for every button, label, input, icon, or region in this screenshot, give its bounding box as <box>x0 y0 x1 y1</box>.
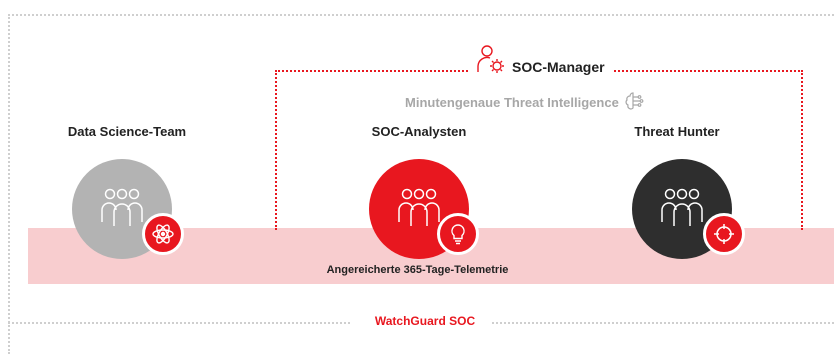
telemetry-label: Angereicherte 365-Tage-Telemetrie <box>326 264 509 276</box>
team-circle-soc-analysts <box>369 159 479 259</box>
team-circle-data-science <box>72 159 184 259</box>
lightbulb-icon <box>437 213 479 255</box>
threat-intelligence: Minutengenaue Threat Intelligence <box>405 91 647 114</box>
team-label-threat-hunter: Threat Hunter <box>634 124 720 139</box>
people-icon <box>398 188 440 226</box>
crosshair-icon <box>703 213 745 255</box>
intel-label: Minutengenaue Threat Intelligence <box>405 95 619 110</box>
brain-icon <box>625 91 647 114</box>
footer-title: WatchGuard SOC <box>374 314 476 328</box>
people-icon <box>661 188 703 226</box>
people-icon <box>101 188 143 226</box>
atom-icon <box>142 213 184 255</box>
outer-frame <box>8 14 834 354</box>
manager-gear-icon <box>476 44 506 79</box>
footer-mask <box>352 314 492 328</box>
team-label-soc-analysts: SOC-Analysten <box>371 124 467 139</box>
manager-label: SOC-Manager <box>512 59 605 75</box>
team-label-data-science: Data Science-Team <box>67 124 187 139</box>
team-circle-threat-hunter <box>632 159 745 259</box>
soc-manager: SOC-Manager <box>468 44 613 79</box>
